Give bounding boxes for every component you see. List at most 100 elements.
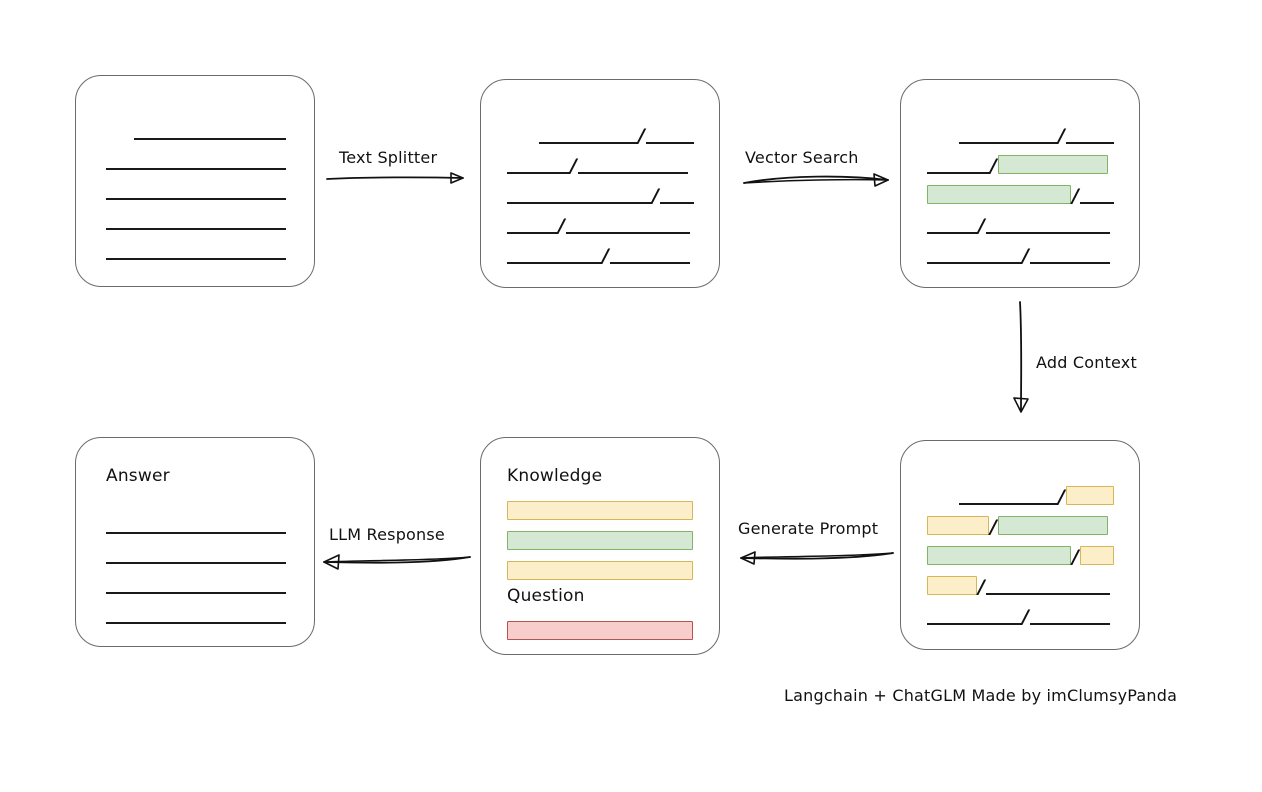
slash-separator: / (978, 576, 985, 598)
document-row: / (481, 244, 719, 267)
document-row (76, 180, 314, 200)
answer-lines (76, 438, 314, 646)
answer-card[interactable]: Answer (75, 437, 315, 647)
document-row: / (481, 184, 719, 207)
text-line (985, 581, 1110, 595)
highlight-yellow-bar (927, 516, 989, 535)
arrow-add-context (1013, 301, 1029, 413)
text-line (927, 220, 977, 234)
highlight-yellow-bar (507, 501, 693, 520)
context-added-lines: / / / / / (901, 441, 1139, 649)
highlight-green-bar (927, 546, 1071, 565)
document-row: / (901, 515, 1139, 538)
highlight-green-bar (997, 516, 1108, 535)
document-row: / (901, 244, 1139, 267)
slash-separator: / (570, 155, 577, 177)
slash-separator: / (602, 245, 609, 267)
arrow-generate-prompt (740, 551, 894, 565)
arrow-text-splitter (326, 172, 464, 184)
edge-label-generate-prompt: Generate Prompt (738, 519, 879, 538)
text-line (959, 491, 1057, 505)
highlight-green-bar (507, 531, 693, 550)
arrow-llm-response (323, 554, 471, 570)
document-row: / (481, 154, 719, 177)
vector-search-results-lines: / / / / / (901, 80, 1139, 287)
document-row (76, 150, 314, 170)
split-chunks-card[interactable]: / / / / / (480, 79, 720, 288)
text-line (507, 160, 569, 174)
document-row: / (901, 485, 1139, 507)
question-row (481, 620, 719, 640)
slash-separator: / (638, 125, 645, 147)
document-row (76, 210, 314, 230)
text-line (1079, 190, 1114, 204)
split-chunks-lines: / / / / / (481, 80, 719, 287)
vector-search-results-card[interactable]: / / / / / (900, 79, 1140, 288)
text-line (106, 186, 286, 200)
context-added-card[interactable]: / / / / / (900, 440, 1140, 650)
edge-label-llm-response: LLM Response (329, 525, 445, 544)
highlight-green-bar (997, 155, 1108, 174)
knowledge-row (481, 530, 719, 550)
slash-separator: / (978, 215, 985, 237)
document-row (76, 120, 314, 140)
document-row (76, 604, 314, 624)
document-row: / (901, 605, 1139, 628)
text-line (609, 250, 690, 264)
text-line (106, 580, 286, 594)
document-row (76, 574, 314, 594)
document-row: / (901, 184, 1139, 207)
document-row: / (481, 214, 719, 236)
text-line (1065, 130, 1114, 144)
knowledge-label: Knowledge (507, 466, 603, 486)
document-row: / (901, 545, 1139, 568)
text-line (539, 130, 637, 144)
slash-separator: / (1058, 125, 1065, 147)
highlight-yellow-bar (507, 561, 693, 580)
document-row (76, 514, 314, 534)
slash-separator: / (652, 185, 659, 207)
text-line (577, 160, 688, 174)
text-line (507, 220, 557, 234)
text-line (106, 216, 286, 230)
source-document-card[interactable] (75, 75, 315, 287)
text-line (959, 130, 1057, 144)
generated-prompt-card[interactable]: Knowledge Question (480, 437, 720, 655)
arrow-vector-search (743, 173, 889, 187)
text-line (985, 220, 1110, 234)
slash-separator: / (1022, 245, 1029, 267)
slash-separator: / (990, 155, 997, 177)
highlight-red-bar (507, 621, 693, 640)
highlight-yellow-bar (1065, 486, 1114, 505)
slash-separator: / (990, 516, 997, 538)
edge-label-text-splitter: Text Splitter (339, 148, 438, 167)
edge-label-vector-search: Vector Search (745, 148, 859, 167)
text-line (106, 156, 286, 170)
knowledge-row (481, 500, 719, 520)
slash-separator: / (1072, 185, 1079, 207)
text-line (106, 610, 286, 624)
text-line (927, 250, 1021, 264)
slash-separator: / (1072, 546, 1079, 568)
text-line (134, 126, 286, 140)
edge-label-add-context: Add Context (1036, 353, 1137, 372)
text-line (507, 190, 651, 204)
slash-separator: / (1022, 606, 1029, 628)
text-line (106, 550, 286, 564)
document-row (76, 544, 314, 564)
question-bars (481, 438, 719, 654)
highlight-yellow-bar (927, 576, 977, 595)
text-line (645, 130, 694, 144)
document-row: / (901, 124, 1139, 147)
text-line (927, 160, 989, 174)
text-line (106, 520, 286, 534)
text-line (1029, 250, 1110, 264)
text-line (507, 250, 601, 264)
text-line (927, 611, 1021, 625)
text-line (565, 220, 690, 234)
text-line (1029, 611, 1110, 625)
document-row (76, 240, 314, 260)
document-row: / (901, 575, 1139, 598)
question-label: Question (507, 586, 585, 606)
